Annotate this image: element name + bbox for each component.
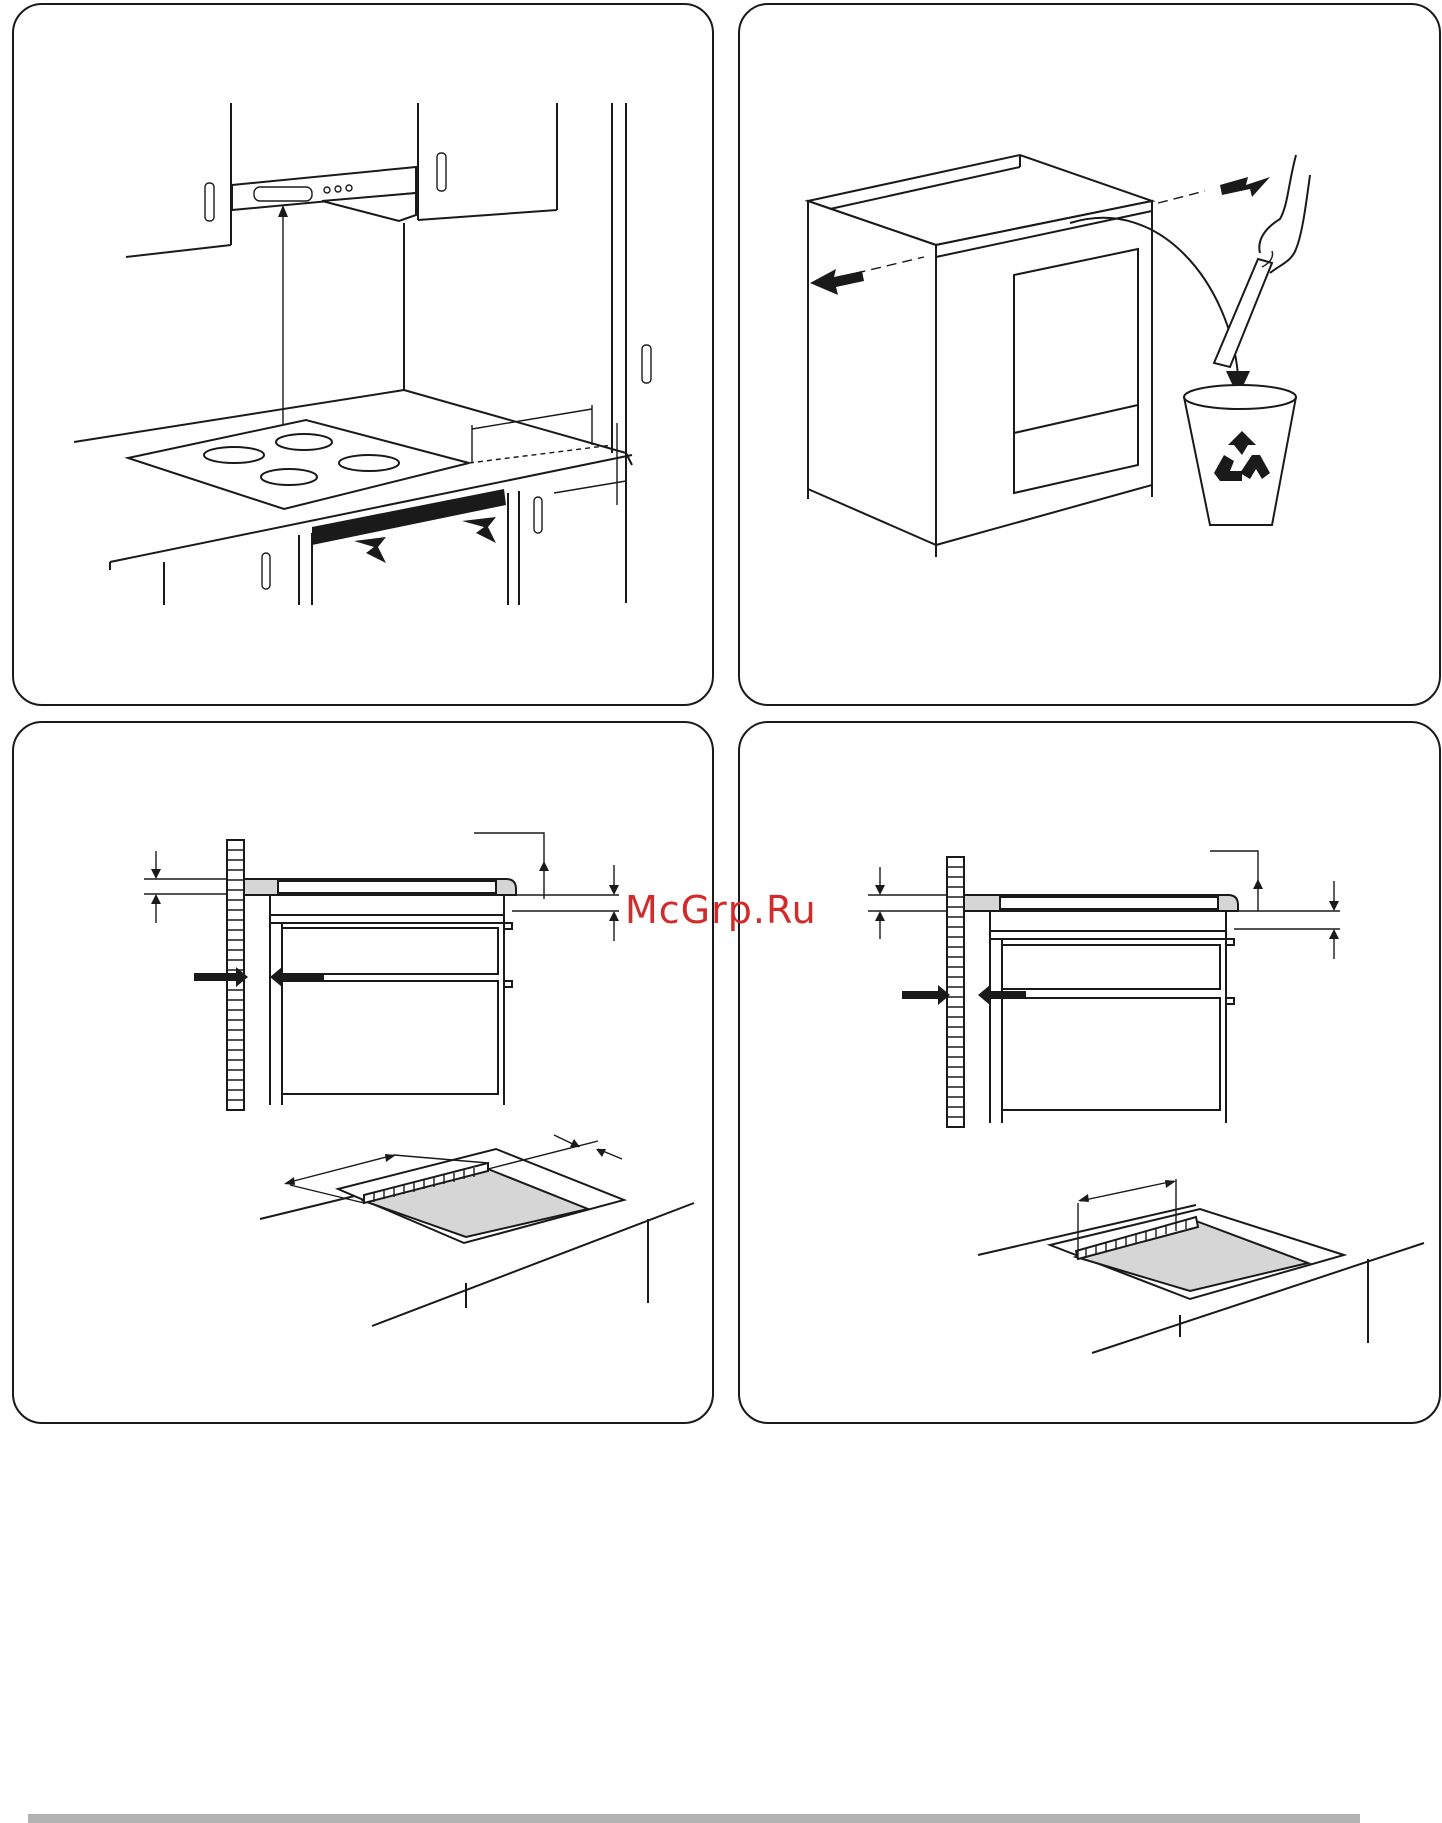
wall-cabinet-left	[126, 103, 231, 257]
recycle-bin-icon	[1184, 385, 1296, 525]
hob-extractor-diagram	[14, 5, 714, 706]
section-drawers-diagram	[14, 723, 714, 1424]
cutout-icon	[978, 1179, 1424, 1353]
cabinet-diagram	[740, 5, 1441, 706]
wall-cabinet-right	[418, 103, 557, 220]
watermark-text: McGrp.Ru	[625, 888, 817, 932]
brick-wall-icon	[947, 857, 964, 1127]
panel-section-with-drawers	[12, 721, 714, 1424]
section-oven-diagram	[740, 723, 1441, 1424]
worktop-section-icon	[244, 879, 516, 1105]
panel-hob-extractor-clearance	[12, 3, 714, 706]
cabinet-icon	[808, 155, 1152, 557]
cutout-icon	[260, 1135, 694, 1326]
worktop-section-icon	[964, 895, 1238, 1123]
panel-cabinet-rail-removal	[738, 3, 1441, 706]
footer-bar	[28, 1814, 1360, 1823]
panel-section-with-oven	[738, 721, 1441, 1424]
cooktop-icon	[128, 420, 469, 509]
extractor-hood-icon	[232, 167, 416, 221]
